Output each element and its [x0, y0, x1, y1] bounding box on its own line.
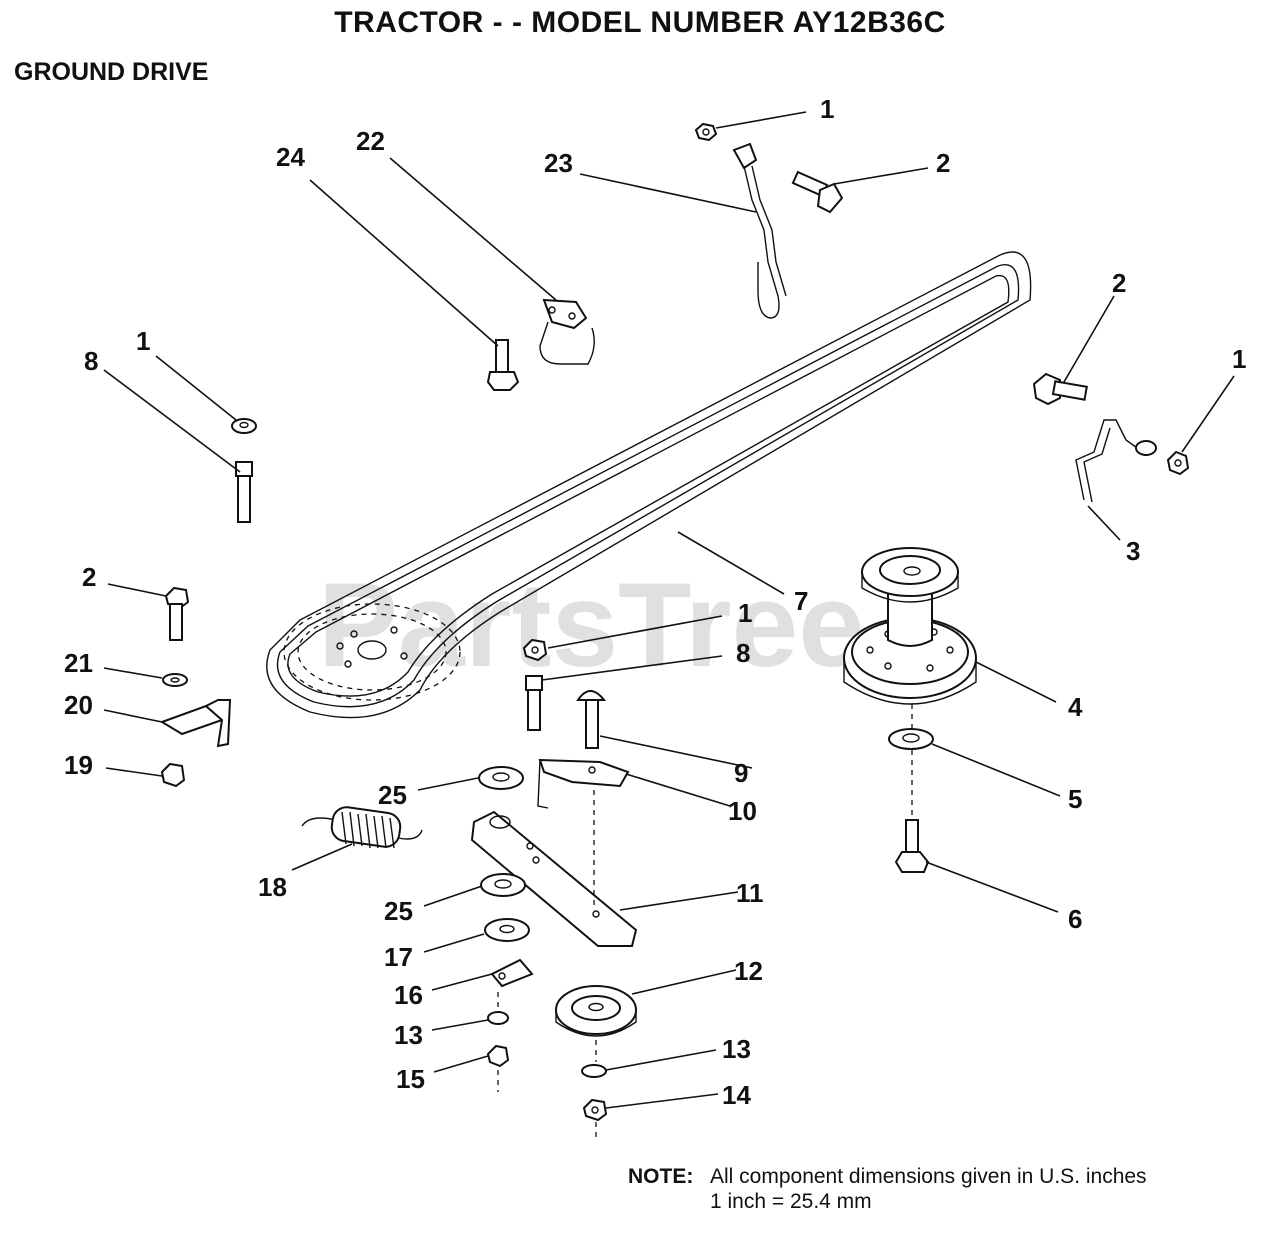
- washer-17: [484, 918, 530, 942]
- bolt-6: [894, 819, 930, 873]
- belt-pulley: [283, 603, 461, 701]
- nut-left: [231, 418, 257, 434]
- callout-9: 9: [734, 758, 748, 788]
- callout-13: 13: [722, 1034, 751, 1064]
- bracket-3: [1075, 419, 1157, 503]
- section-title: GROUND DRIVE: [14, 58, 209, 86]
- callout-1: 1: [1232, 344, 1246, 374]
- note-line-1: All component dimensions given in U.S. i…: [710, 1165, 1147, 1188]
- nut-15: [486, 1044, 510, 1092]
- callout-11: 11: [736, 878, 764, 908]
- callout-16: 16: [394, 980, 423, 1010]
- bolt-top: [791, 170, 844, 214]
- bracket-10: [537, 758, 630, 809]
- idler-arm-11: [470, 790, 638, 947]
- nut-19: [160, 762, 186, 788]
- hook-bracket-23: [732, 142, 787, 319]
- idler-pulley-12: [555, 985, 637, 1062]
- callout-20: 20: [64, 690, 93, 720]
- washer-5: [888, 704, 934, 824]
- note-label: NOTE:: [628, 1165, 694, 1188]
- callout-2: 2: [1112, 268, 1126, 298]
- callout-15: 15: [396, 1064, 425, 1094]
- leader-lines: [103, 111, 1235, 1109]
- callout-12: 12: [734, 956, 763, 986]
- callout-1: 1: [136, 326, 150, 356]
- nut-14: [582, 1098, 608, 1140]
- carriage-bolt-9: [576, 690, 607, 749]
- callout-24: 24: [276, 142, 305, 172]
- callout-22: 22: [356, 126, 385, 156]
- callout-14: 14: [722, 1080, 751, 1110]
- double-pulley: [843, 547, 977, 705]
- nut-mid: [522, 638, 548, 662]
- callout-19: 19: [64, 750, 93, 780]
- nut-right: [1166, 450, 1190, 476]
- callout-5: 5: [1068, 784, 1082, 814]
- stud-left: [235, 461, 253, 523]
- bearing-top: [478, 766, 524, 790]
- callout-6: 6: [1068, 904, 1082, 934]
- callout-25: 25: [384, 896, 413, 926]
- callout-18: 18: [258, 872, 287, 902]
- bolt-left: [164, 586, 190, 641]
- stud-mid: [525, 675, 543, 731]
- callout-4: 4: [1068, 692, 1083, 722]
- callout-25: 25: [378, 780, 407, 810]
- washer-13-left: [487, 992, 509, 1025]
- note-line-2: 1 inch = 25.4 mm: [710, 1190, 872, 1213]
- callout-8: 8: [84, 346, 98, 376]
- bracket-16: [490, 958, 534, 988]
- callout-7: 7: [794, 586, 808, 616]
- spring-18: [301, 806, 423, 849]
- bolt-24: [486, 339, 520, 391]
- dimension-note: NOTE: All component dimensions given in U…: [628, 1164, 1147, 1214]
- callout-23: 23: [544, 148, 573, 178]
- callout-21: 21: [64, 648, 93, 678]
- drive-belt: [266, 251, 1032, 719]
- nut-top: [694, 122, 718, 142]
- callout-1: 1: [820, 94, 834, 124]
- bracket-22: [539, 298, 595, 365]
- callout-labels: 1 2 23 22 24 2 1 3 1 8 7 1 8 4 5 6 2 21 …: [64, 94, 1246, 1110]
- callout-17: 17: [384, 942, 413, 972]
- callout-13: 13: [394, 1020, 423, 1050]
- washer-13-right: [581, 1064, 607, 1078]
- callout-10: 10: [728, 796, 757, 826]
- callout-1: 1: [738, 598, 752, 628]
- bracket-20: [159, 699, 232, 748]
- note-text: All component dimensions given in U.S. i…: [710, 1164, 1147, 1214]
- bolt-right: [1032, 372, 1088, 406]
- callout-2: 2: [936, 148, 950, 178]
- page-title: TRACTOR - - MODEL NUMBER AY12B36C: [334, 6, 946, 39]
- callout-2: 2: [82, 562, 96, 592]
- washer-21: [162, 673, 188, 687]
- bearing-bottom: [480, 873, 526, 897]
- callout-8: 8: [736, 638, 750, 668]
- callout-3: 3: [1126, 536, 1140, 566]
